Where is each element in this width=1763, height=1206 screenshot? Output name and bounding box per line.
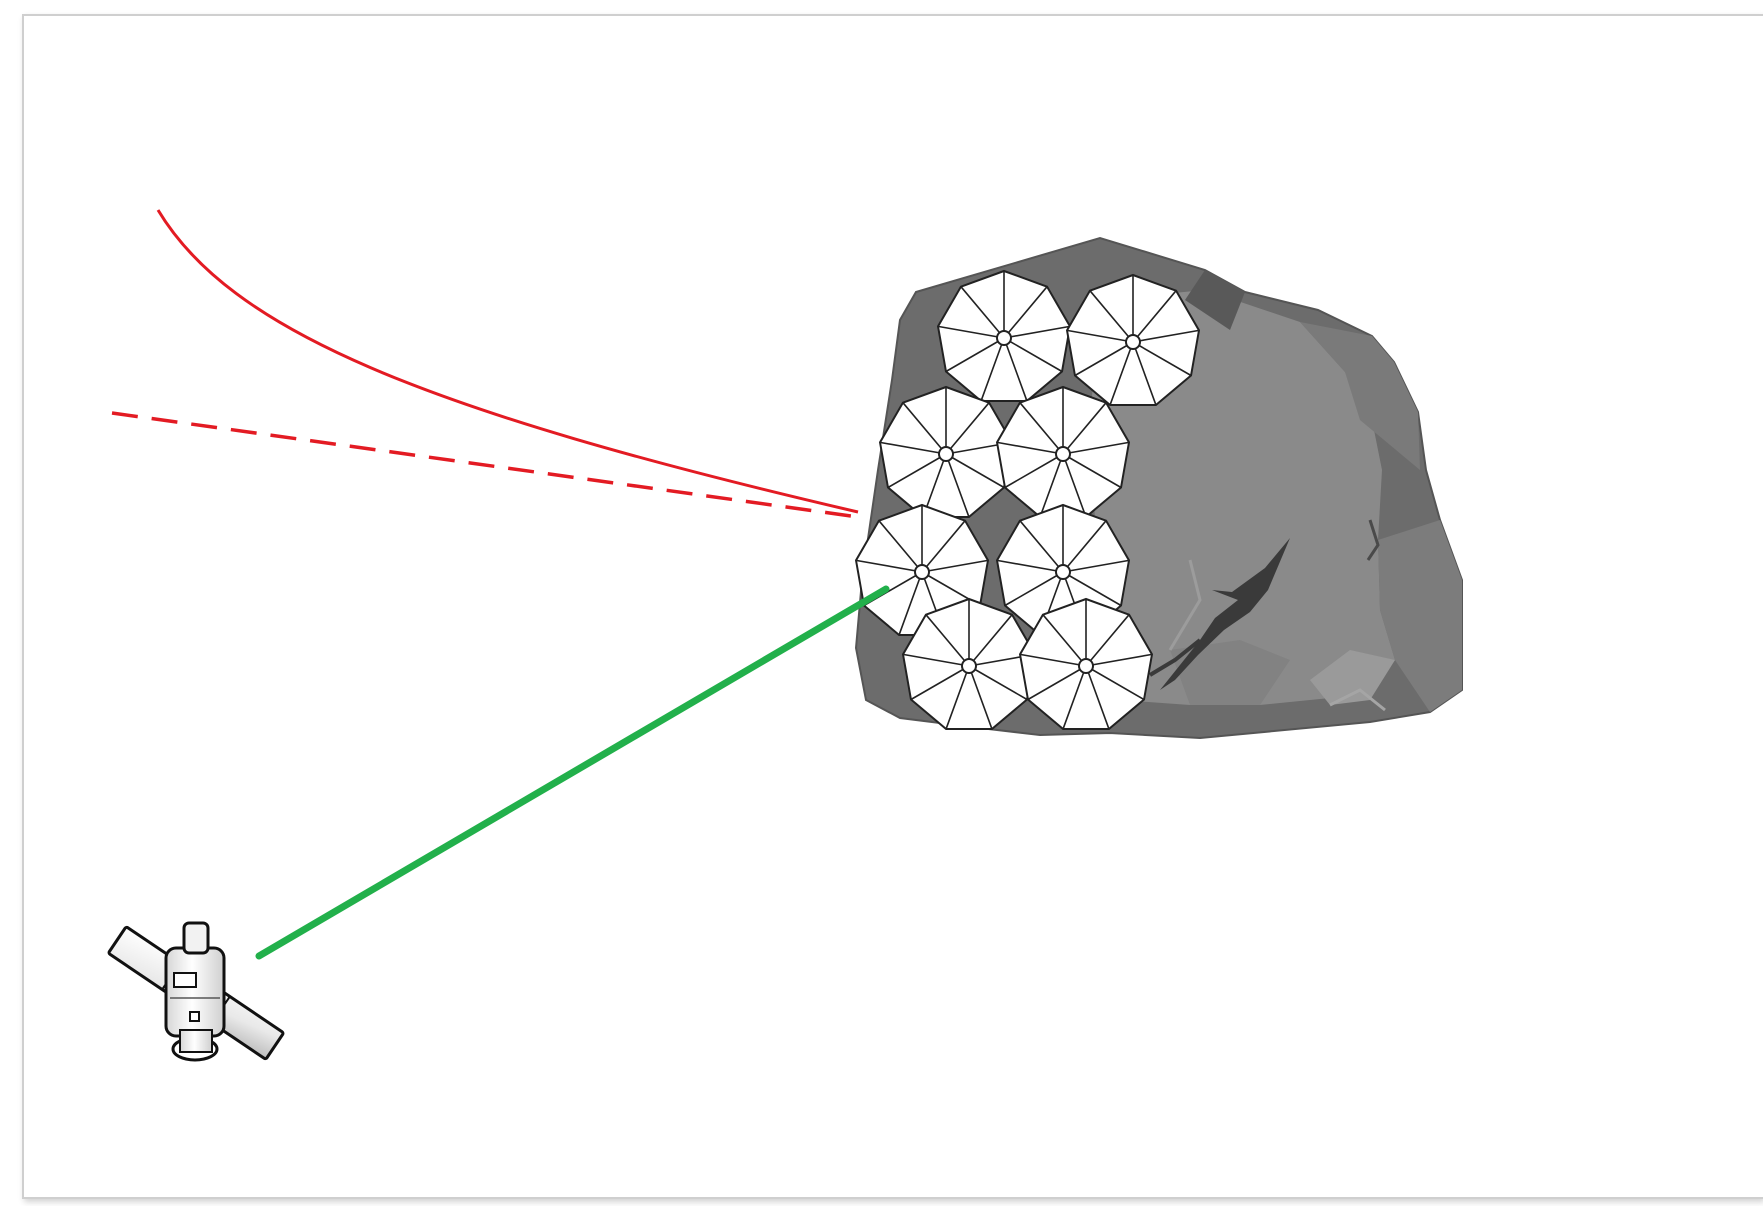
original-trajectory-curve bbox=[158, 210, 858, 512]
reflector-3 bbox=[880, 387, 1012, 517]
reflector-4 bbox=[997, 387, 1129, 517]
reflector-8 bbox=[1020, 599, 1152, 729]
reflector-2 bbox=[1067, 275, 1199, 405]
reflector-1 bbox=[938, 271, 1070, 401]
reflector-7 bbox=[903, 599, 1035, 729]
satellite-body bbox=[166, 923, 224, 1060]
deflected-trajectory-dashed bbox=[112, 413, 858, 517]
laser-beam-line bbox=[259, 589, 886, 956]
